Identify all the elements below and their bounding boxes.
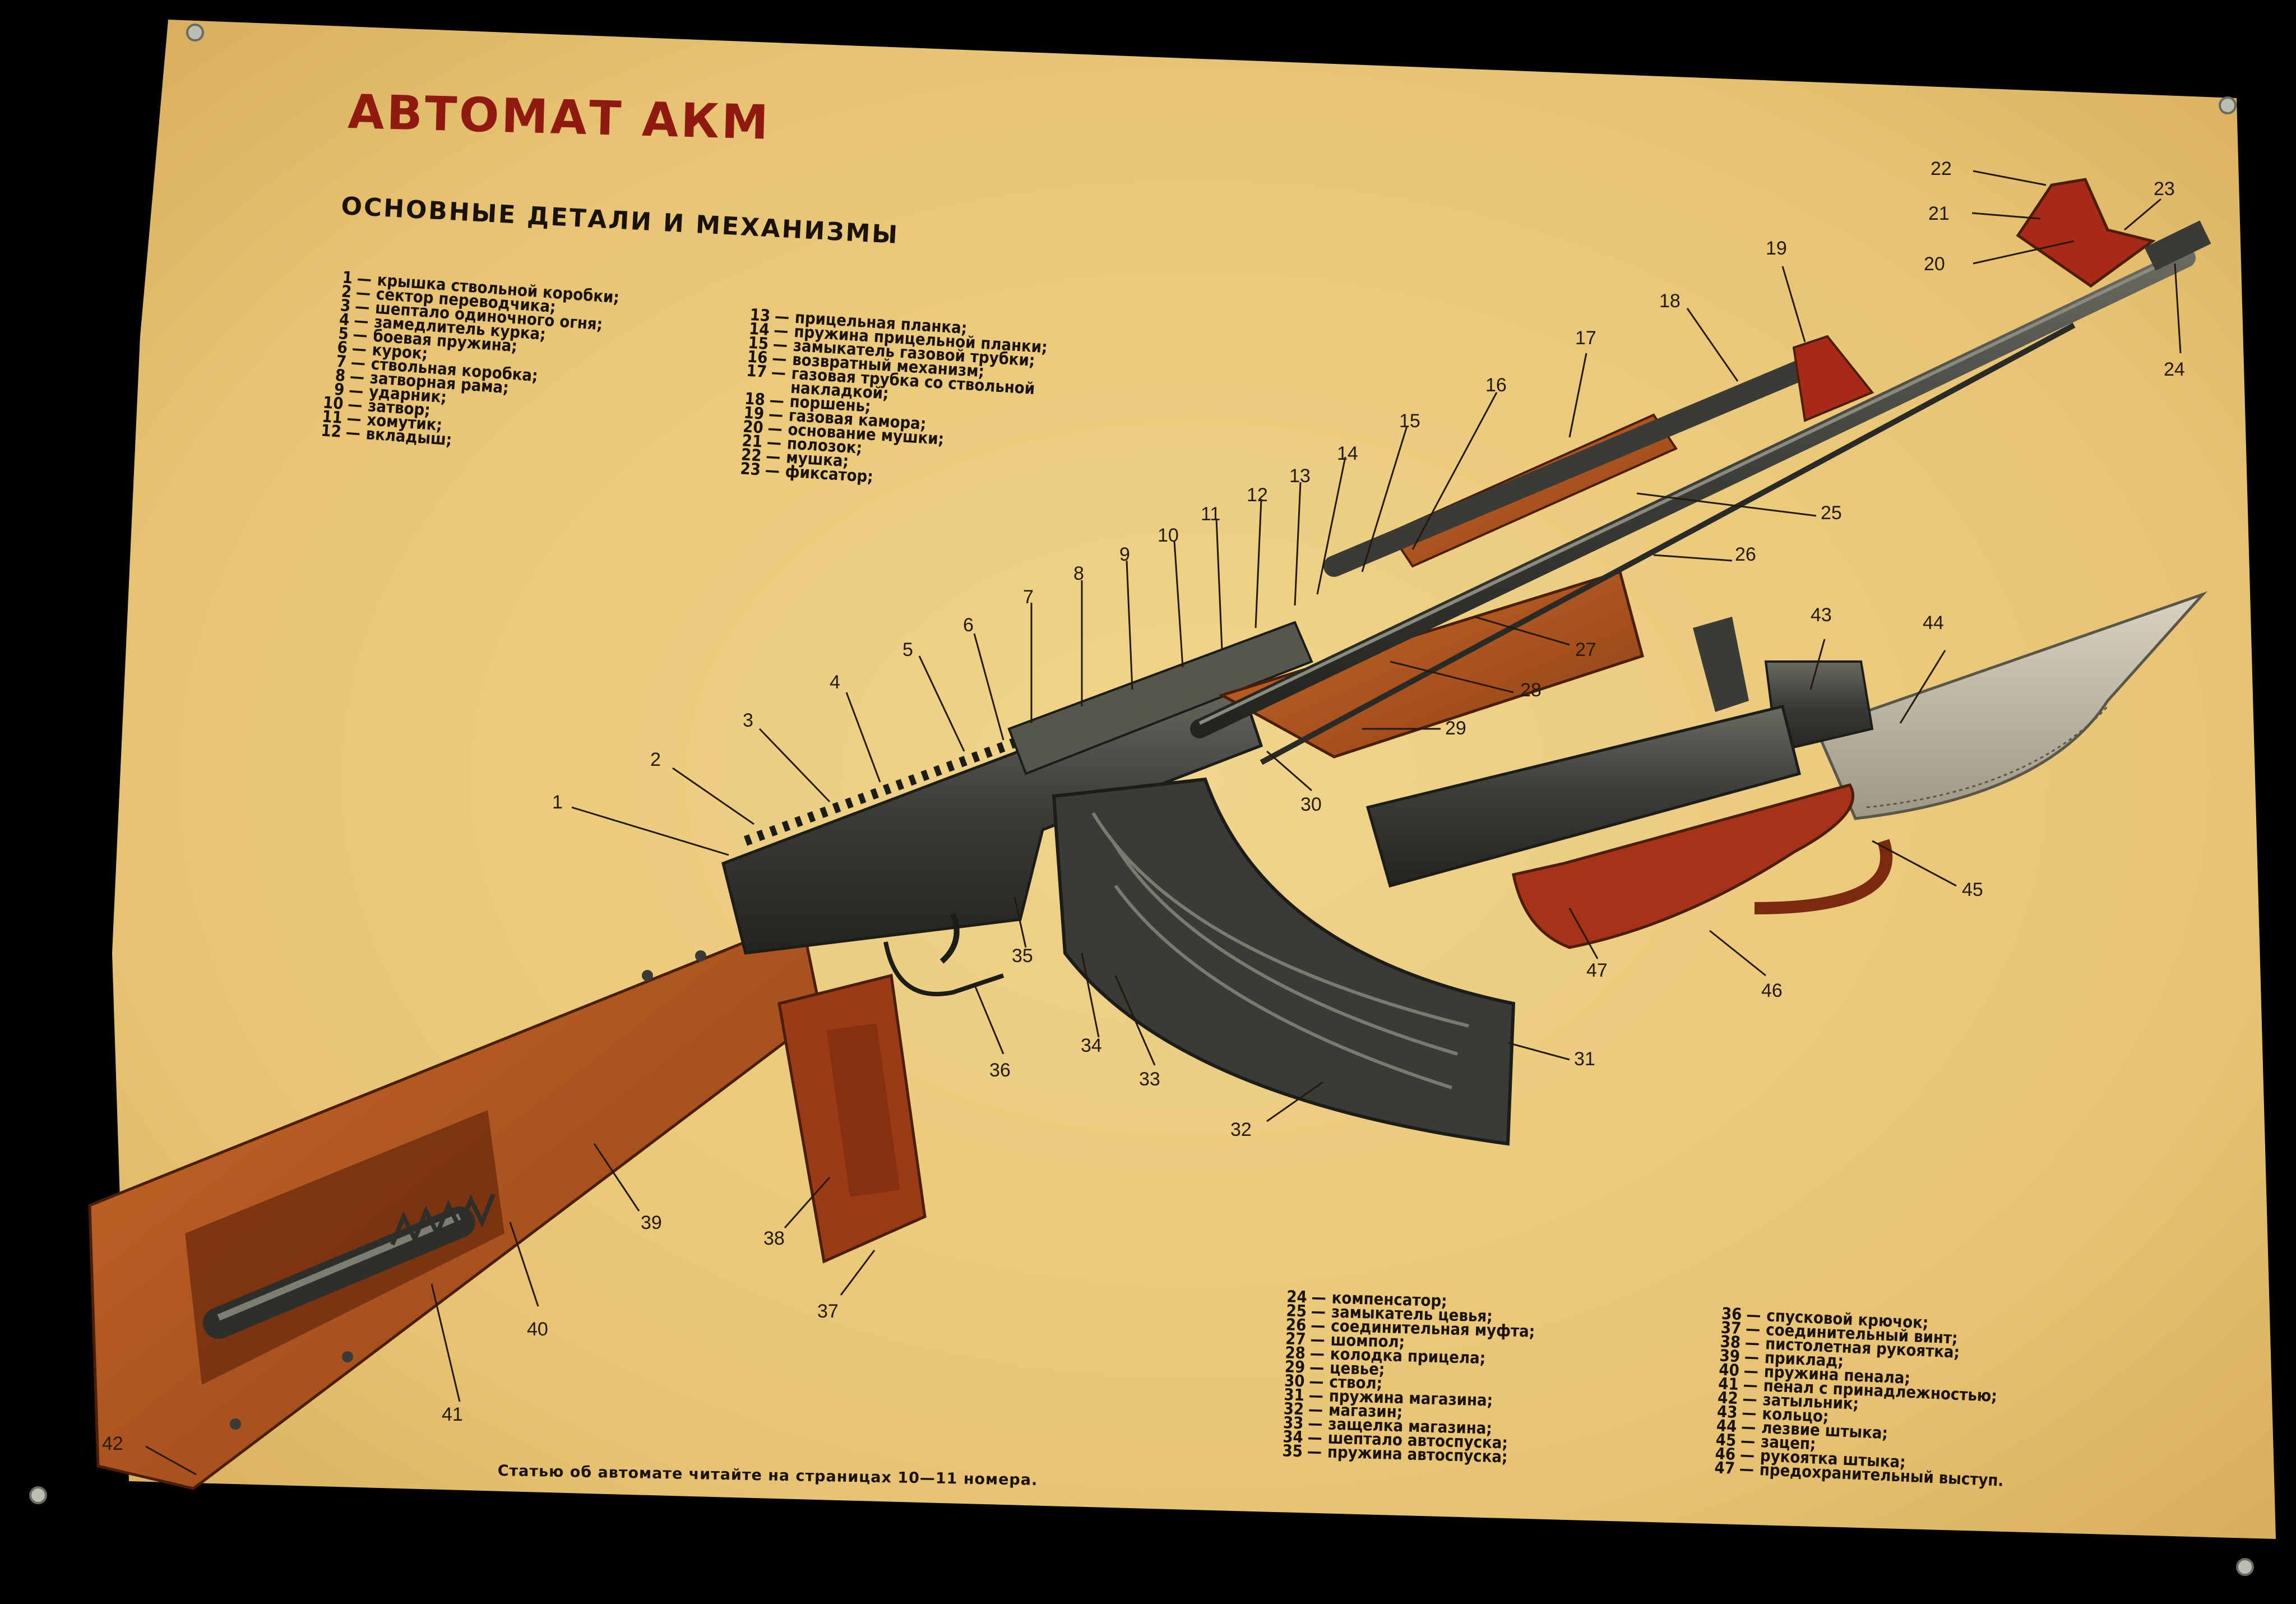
callout-30: 30: [1300, 794, 1322, 815]
callout-4: 4: [830, 672, 840, 693]
callout-20: 20: [1924, 253, 1945, 275]
gas-block: [1792, 335, 1874, 422]
legend-column-4: 36—спусковой крючок; 37—соединительный в…: [1706, 1304, 2011, 1490]
callout-31: 31: [1574, 1048, 1595, 1070]
callout-38: 38: [763, 1228, 785, 1249]
callout-16: 16: [1485, 375, 1507, 396]
callout-23: 23: [2154, 178, 2175, 200]
callout-3: 3: [743, 710, 753, 731]
bayonet-handle: [1512, 783, 1855, 949]
callout-42: 42: [102, 1433, 123, 1454]
callout-40: 40: [527, 1319, 548, 1340]
magazine: [1052, 777, 1516, 1146]
callout-26: 26: [1735, 544, 1756, 565]
legend-column-2: 13—прицельная планка; 14—пружина прицель…: [732, 305, 1049, 494]
callout-5: 5: [902, 639, 913, 660]
barrel: [1190, 248, 2196, 738]
rifle-illustration: [88, 178, 2211, 1490]
callout-11: 11: [1201, 503, 1221, 525]
bolt-carrier: [1007, 621, 1313, 775]
legend-column-3: 24—компенсатор; 25—замыкатель цевья; 26—…: [1275, 1287, 1536, 1466]
callout-24: 24: [2164, 359, 2185, 380]
leader-lines: [145, 170, 2182, 1476]
poster-title: АВТОМАТ АКМ: [347, 84, 771, 150]
legend-column-1: 1—крышка ствольной коробки; 2—сектор пер…: [313, 267, 620, 459]
callout-32: 32: [1230, 1119, 1252, 1140]
callout-9: 9: [1119, 544, 1130, 565]
callout-46: 46: [1761, 980, 1783, 1001]
callout-41: 41: [442, 1404, 463, 1425]
callout-22: 22: [1931, 158, 1952, 179]
callout-19: 19: [1766, 238, 1787, 259]
bayonet-blade: [1814, 591, 2208, 820]
callout-35: 35: [1012, 945, 1033, 967]
callout-14: 14: [1337, 443, 1358, 464]
callout-6: 6: [963, 614, 974, 636]
callout-45: 45: [1962, 879, 1983, 900]
callout-47: 47: [1586, 960, 1608, 981]
callout-7: 7: [1023, 586, 1034, 608]
callout-44: 44: [1923, 612, 1944, 634]
callout-39: 39: [641, 1212, 662, 1233]
callout-27: 27: [1575, 639, 1596, 660]
callout-12: 12: [1247, 484, 1268, 506]
callout-33: 33: [1139, 1069, 1160, 1090]
callout-21: 21: [1928, 203, 1950, 224]
callout-18: 18: [1659, 290, 1681, 312]
callout-13: 13: [1289, 465, 1311, 487]
callout-17: 17: [1575, 327, 1596, 349]
callout-43: 43: [1811, 604, 1832, 626]
callout-10: 10: [1158, 525, 1179, 546]
callout-28: 28: [1520, 679, 1542, 701]
pin-icons: [29, 24, 2254, 1576]
callout-8: 8: [1073, 563, 1084, 584]
front-sight: [2016, 178, 2156, 288]
callout-25: 25: [1821, 502, 1842, 524]
callout-37: 37: [817, 1301, 839, 1322]
screw-icons: [230, 950, 706, 1430]
callout-34: 34: [1081, 1035, 1102, 1056]
callout-29: 29: [1445, 718, 1466, 739]
bayonet-illustration: [1365, 591, 2208, 949]
callout-2: 2: [650, 749, 661, 770]
callout-36: 36: [989, 1060, 1011, 1081]
callout-15: 15: [1399, 410, 1420, 432]
handguard-lower: [1218, 570, 1645, 759]
callout-1: 1: [552, 792, 563, 813]
